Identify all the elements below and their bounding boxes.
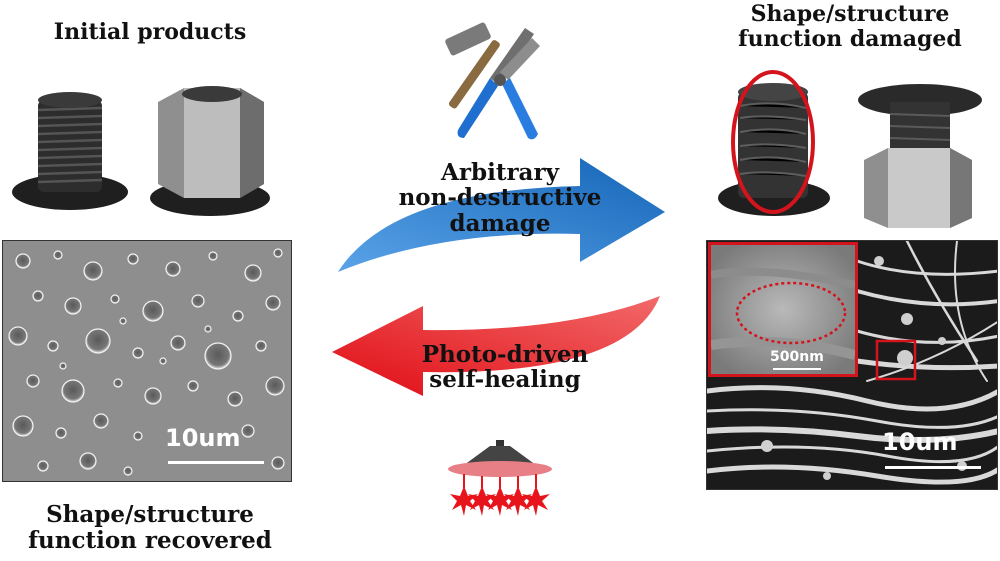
light-lamp-icon (420, 438, 580, 528)
healing-arrow (328, 290, 668, 400)
initial-bolt-photo (8, 84, 136, 216)
damaged-label-line1: Shape/structure (750, 1, 950, 27)
initial-products-label: Initial products (53, 19, 247, 45)
healing-label-line1: Photo-driven (421, 341, 589, 368)
recovered-sem-image (2, 240, 292, 482)
damaged-scale-bar (885, 466, 981, 469)
damaged-nut-photo (850, 78, 984, 228)
damage-arrow (330, 150, 670, 275)
inset-scale-bar (773, 368, 821, 370)
damaged-label: Shape/structure function damaged (705, 1, 995, 53)
damaged-scale-label: 10um (882, 428, 958, 456)
damage-label-line2: non-destructive (398, 184, 602, 212)
damage-label-line1: Arbitrary (441, 159, 559, 186)
recovered-label: Shape/structure function recovered (0, 501, 300, 555)
damage-label-line3: damage (449, 209, 551, 237)
hammer-pliers-icon (430, 8, 570, 148)
initial-nut-photo (144, 80, 276, 222)
damaged-sem-inset (708, 242, 858, 377)
damaged-bolt-photo (712, 62, 844, 220)
zoom-region-box (875, 339, 917, 381)
damage-label: Arbitrary non-destructive damage (380, 160, 620, 236)
recovered-label-line1: Shape/structure (46, 501, 254, 528)
inset-scale-label: 500nm (770, 349, 824, 365)
damage-highlight-ellipse (731, 70, 815, 214)
recovered-scale-label: 10um (165, 424, 241, 452)
healing-label: Photo-driven self-healing (385, 342, 625, 393)
inset-defect-ellipse (735, 281, 847, 345)
damaged-label-line2: function damaged (738, 26, 962, 53)
recovered-label-line2: function recovered (28, 527, 272, 555)
healing-label-line2: self-healing (429, 366, 581, 394)
recovered-scale-bar (168, 461, 264, 464)
